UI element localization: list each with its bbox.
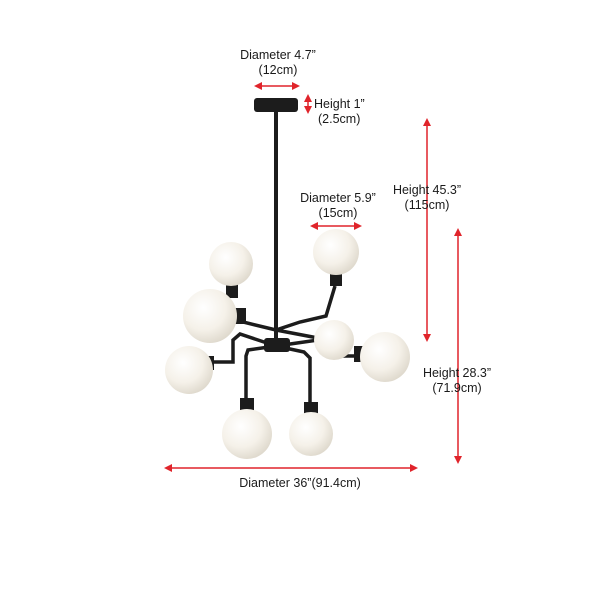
- overall-height-imperial: Height 45.3”: [392, 183, 462, 197]
- globe-mid-right: [354, 332, 410, 382]
- fixture-height-imperial: Height 28.3”: [422, 366, 492, 380]
- globe-bottom-right: [289, 402, 333, 456]
- downrod: [274, 112, 278, 344]
- front-arm-left-down: [244, 344, 277, 400]
- globe-upper-right: [313, 229, 359, 286]
- label-overall-diameter: Diameter 36”(91.4cm): [200, 476, 400, 491]
- rear-arm-right: [275, 285, 337, 332]
- globe-upper-left: [209, 242, 253, 298]
- ceiling-canopy: [254, 98, 298, 112]
- overall-diameter-text: Diameter 36”(91.4cm): [239, 476, 361, 490]
- canopy-height-metric: (2.5cm): [318, 112, 361, 126]
- front-arm-right-down: [275, 344, 312, 404]
- label-canopy-diameter: Diameter 4.7” (12cm): [228, 48, 328, 78]
- shade-diameter-metric: (15cm): [318, 206, 358, 220]
- canopy-height-imperial: Height 1”: [314, 97, 365, 111]
- dimension-arrows: [164, 82, 462, 472]
- overall-height-metric: (115cm): [404, 198, 450, 212]
- label-canopy-height: Height 1” (2.5cm): [314, 97, 365, 127]
- globe-low-left: [165, 346, 214, 394]
- chandelier-fixture: [165, 98, 410, 459]
- globe-mid-left: [183, 289, 246, 343]
- fixture-height-metric: (71.9cm): [432, 381, 482, 395]
- shade-diameter-imperial: Diameter 5.9”: [300, 191, 376, 205]
- label-shade-diameter: Diameter 5.9” (15cm): [288, 191, 388, 221]
- label-fixture-height: Height 28.3” (71.9cm): [414, 366, 500, 396]
- globe-bottom-left: [222, 398, 272, 459]
- canopy-diameter-imperial: Diameter 4.7”: [240, 48, 316, 62]
- label-overall-height: Height 45.3” (115cm): [384, 183, 470, 213]
- center-hub: [264, 338, 290, 352]
- globe-center-right: [314, 320, 354, 360]
- front-arm-left: [210, 332, 277, 364]
- canopy-diameter-metric: (12cm): [258, 63, 298, 77]
